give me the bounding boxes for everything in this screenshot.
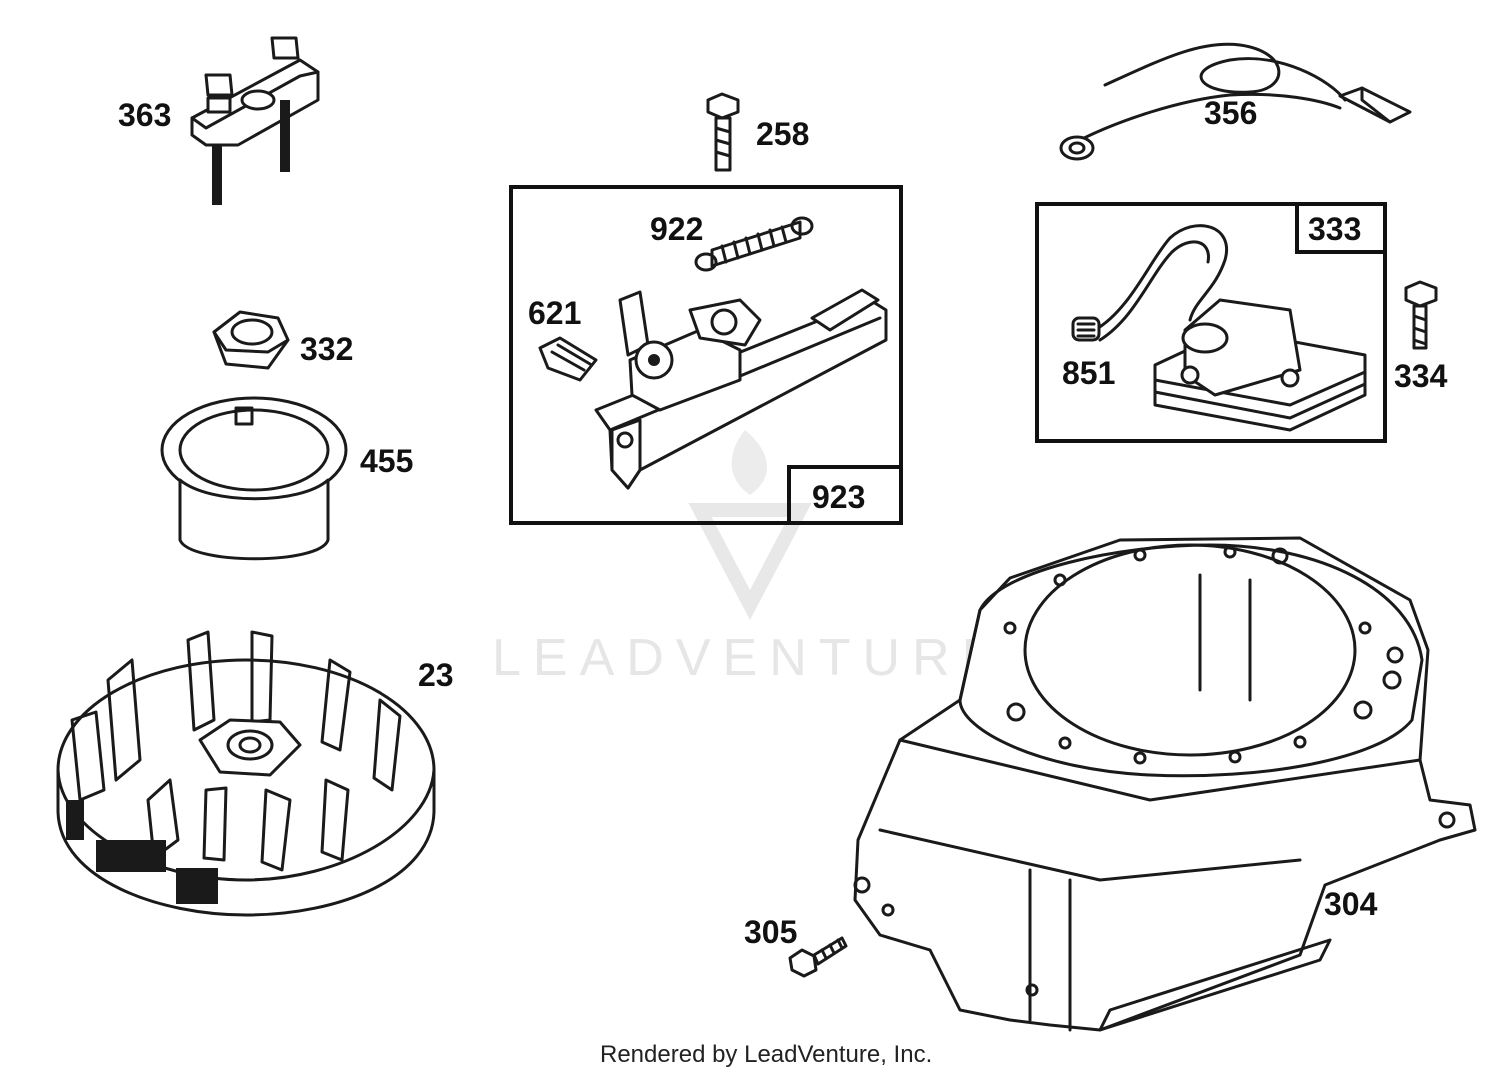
part-304-blower-housing[interactable] bbox=[853, 536, 1477, 1032]
part-356-wire[interactable] bbox=[1059, 42, 1412, 161]
callout-922: 922 bbox=[650, 211, 703, 247]
callout-923: 923 bbox=[812, 479, 865, 515]
callout-621: 621 bbox=[528, 295, 581, 331]
footer-credit: Rendered by LeadVenture, Inc. bbox=[600, 1041, 932, 1068]
callout-334: 334 bbox=[1394, 358, 1448, 394]
part-363-bracket[interactable] bbox=[190, 36, 320, 205]
callout-363: 363 bbox=[118, 97, 171, 133]
kit-923-box bbox=[509, 185, 903, 525]
watermark-logo bbox=[688, 430, 812, 621]
watermark-text: LEADVENTURE bbox=[492, 629, 1008, 687]
part-922-spring[interactable] bbox=[694, 216, 814, 272]
part-334-bolt[interactable] bbox=[1404, 280, 1438, 350]
callout-258: 258 bbox=[756, 116, 809, 152]
part-851-terminal[interactable] bbox=[1071, 316, 1101, 342]
part-23-flywheel[interactable] bbox=[56, 630, 436, 917]
callout-333: 333 bbox=[1308, 211, 1361, 247]
callout-332: 332 bbox=[300, 331, 353, 367]
part-332-nut[interactable] bbox=[212, 310, 290, 370]
part-305-screw[interactable] bbox=[788, 936, 848, 978]
callout-455: 455 bbox=[360, 443, 413, 479]
part-455-cup[interactable] bbox=[160, 396, 348, 561]
callout-851: 851 bbox=[1062, 355, 1115, 391]
kit-333-box bbox=[1035, 202, 1387, 443]
part-ignition-coil[interactable] bbox=[1093, 224, 1367, 432]
callout-304: 304 bbox=[1324, 886, 1378, 922]
callout-305: 305 bbox=[744, 914, 797, 950]
callout-23: 23 bbox=[418, 657, 454, 693]
part-621-clip[interactable] bbox=[538, 336, 598, 382]
part-258-bolt[interactable] bbox=[706, 92, 740, 172]
part-governor-bracket[interactable] bbox=[594, 288, 888, 490]
callout-356: 356 bbox=[1204, 95, 1257, 131]
